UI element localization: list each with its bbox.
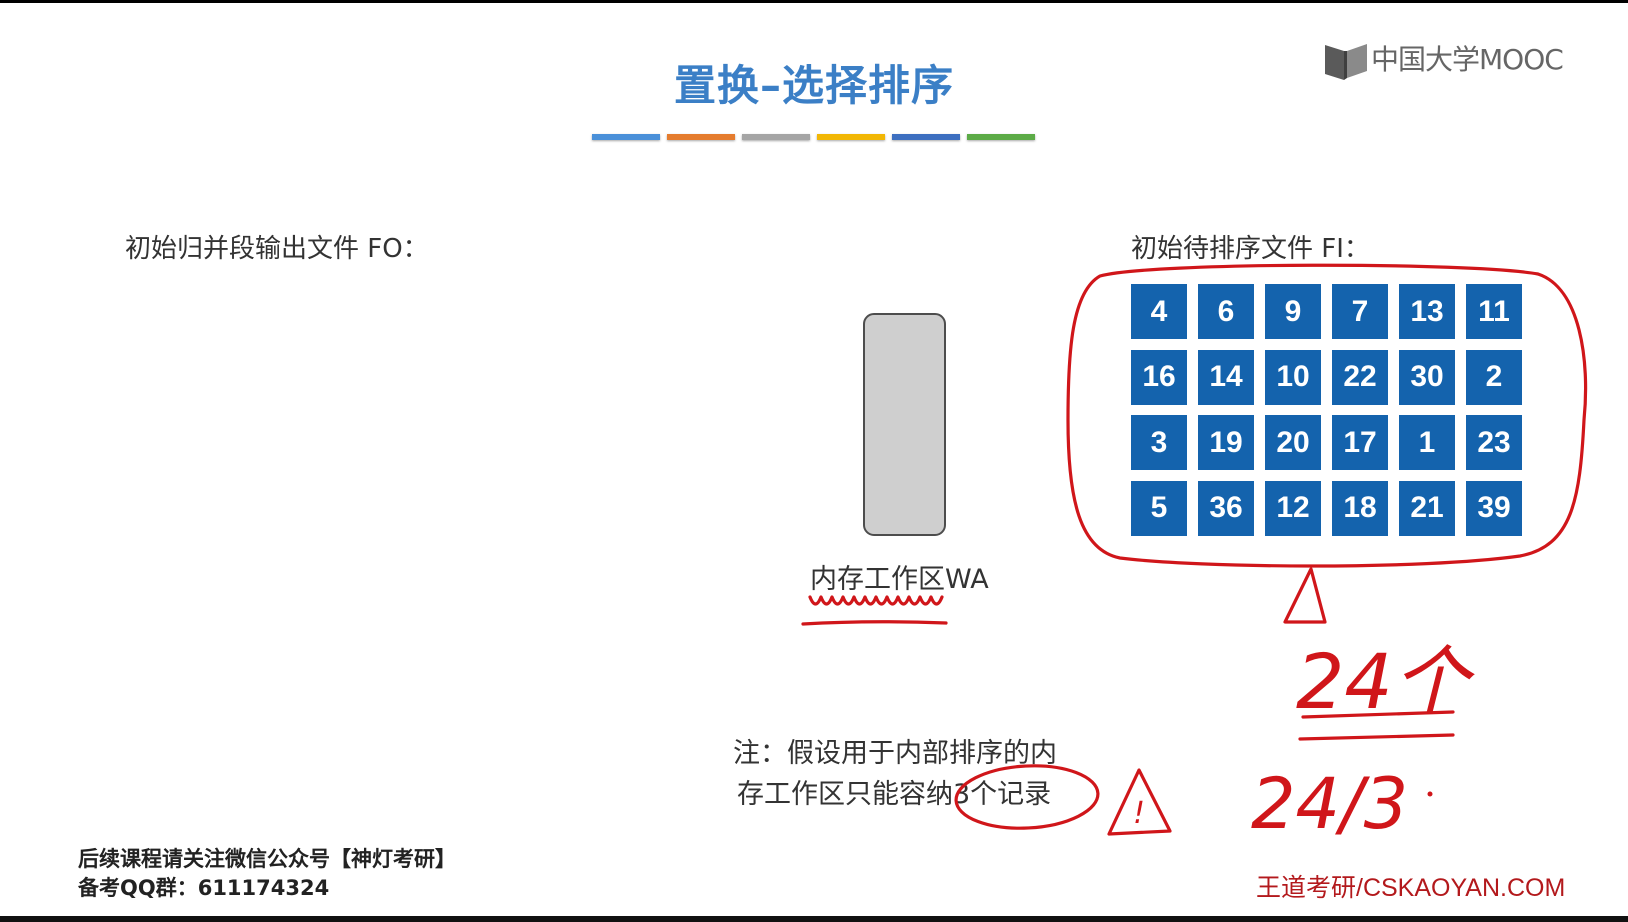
record-cell: 12 <box>1265 480 1321 536</box>
pointer-triangle <box>1283 567 1327 624</box>
record-cell: 30 <box>1399 349 1455 405</box>
mooc-logo-text: 中国大学MOOC <box>1371 43 1564 76</box>
footer-qq-text: 备考QQ群：611174324 <box>78 876 330 900</box>
annotation-count-text: 24个 <box>1296 637 1476 726</box>
record-cell: 39 <box>1466 480 1522 536</box>
record-cell: 3 <box>1131 415 1187 470</box>
warning-triangle-icon <box>1107 768 1172 836</box>
footer-wechat-text: 后续课程请关注微信公众号【神灯考研】 <box>78 847 456 871</box>
record-cell: 18 <box>1332 480 1388 536</box>
count-underline-1 <box>1301 710 1455 719</box>
straight-underline <box>801 620 948 626</box>
record-cell: 6 <box>1198 284 1254 339</box>
footer-brand-text: 王道考研/CSKAOYAN.COM <box>1256 874 1566 902</box>
record-cell: 14 <box>1198 349 1254 405</box>
warning-mark: ! <box>1133 796 1145 831</box>
record-cell: 22 <box>1332 349 1388 405</box>
divider-segment <box>892 134 960 140</box>
record-cell: 19 <box>1198 415 1254 470</box>
title-divider <box>592 134 1035 140</box>
output-file-label: 初始归并段输出文件 FO： <box>125 234 429 264</box>
divider-segment <box>742 134 810 140</box>
annotation-division-text: 24/3 <box>1251 763 1408 845</box>
record-cell: 17 <box>1332 415 1388 470</box>
top-border <box>0 0 1628 3</box>
divider-segment <box>967 134 1035 140</box>
record-cell: 36 <box>1198 480 1254 536</box>
slide-title: 置换–选择排序 <box>673 61 954 110</box>
divider-segment <box>592 134 660 140</box>
bottom-border <box>0 916 1628 922</box>
record-cell: 13 <box>1399 284 1455 339</box>
record-cell: 20 <box>1265 415 1321 470</box>
record-cell: 9 <box>1265 284 1321 339</box>
record-cell: 21 <box>1399 480 1455 536</box>
record-cell: 2 <box>1466 349 1522 405</box>
divider-segment <box>667 134 735 140</box>
input-records-grid: 4 6 9 7 13 11 16 14 10 22 30 2 3 19 20 1… <box>1131 284 1522 536</box>
record-cell: 5 <box>1131 480 1187 536</box>
work-area-label: 内存工作区WA <box>810 564 989 595</box>
note-line-1: 注：假设用于内部排序的内 <box>733 738 1057 769</box>
open-book-icon <box>1325 44 1367 80</box>
record-cell: 16 <box>1131 349 1187 405</box>
note-line-2: 存工作区只能容纳3个记录 <box>737 779 1052 810</box>
record-cell: 11 <box>1466 284 1522 339</box>
divider-segment <box>817 134 885 140</box>
wavy-underline <box>808 595 944 606</box>
annotation-dot <box>1427 791 1433 797</box>
work-area-box <box>863 313 946 536</box>
record-cell: 10 <box>1265 349 1321 405</box>
input-file-label: 初始待排序文件 FI： <box>1131 234 1370 264</box>
record-cell: 4 <box>1131 284 1187 339</box>
record-cell: 7 <box>1332 284 1388 339</box>
record-cell: 23 <box>1466 415 1522 470</box>
count-underline-2 <box>1298 733 1455 741</box>
record-cell: 1 <box>1399 415 1455 470</box>
